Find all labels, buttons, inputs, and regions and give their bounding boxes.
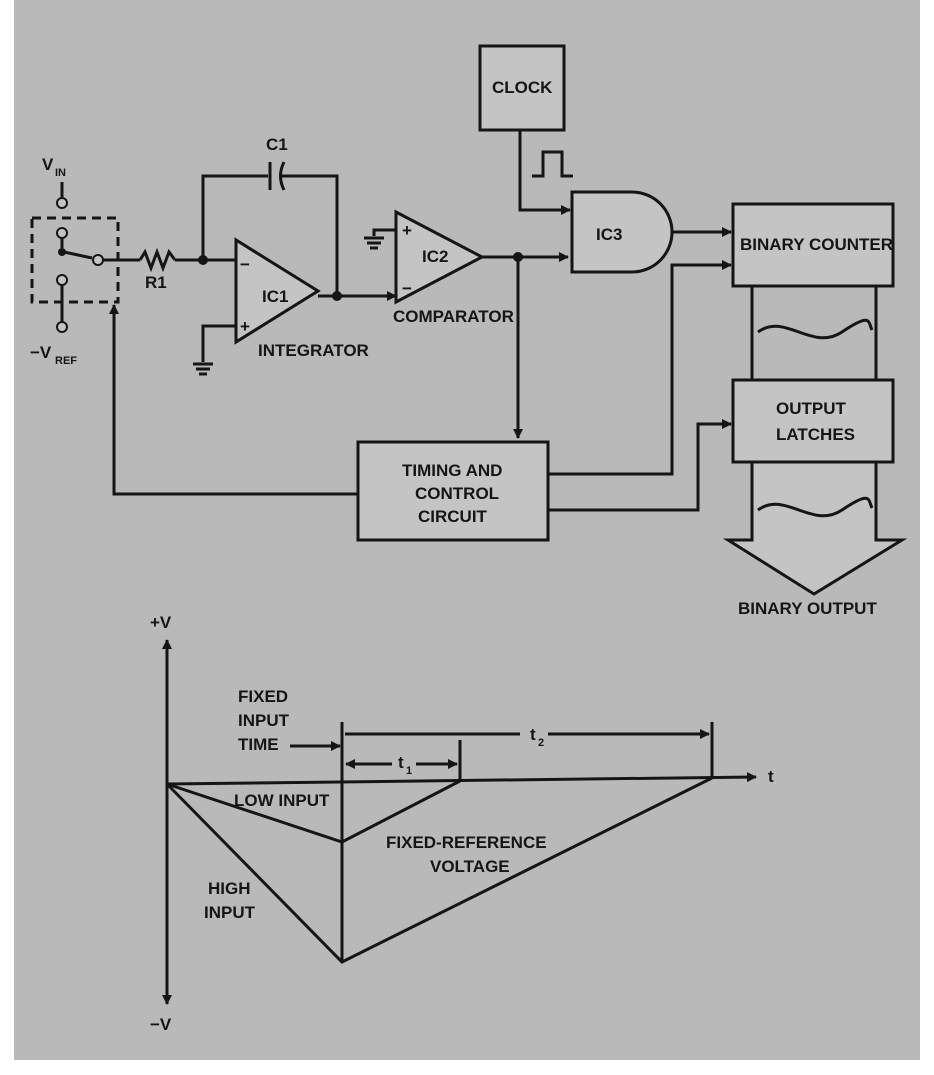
ic1-ground-wire [201, 324, 236, 362]
clock-to-ic3-wire [518, 130, 568, 212]
fixed-ref-label-2: VOLTAGE [430, 857, 510, 876]
counter-bus-wave [757, 318, 874, 340]
timing-to-latches-wire [548, 419, 732, 512]
vin-subscript: IN [55, 167, 66, 179]
t2-label: t [530, 725, 536, 744]
ic2-minus: − [402, 279, 412, 298]
r1-zigzag [138, 247, 177, 273]
timing-control: TIMING AND CONTROL CIRCUIT [109, 260, 732, 542]
fixed-label-1: FIXED [238, 687, 288, 706]
ic2-plus: + [402, 221, 412, 240]
ic2-ground-wire [372, 228, 396, 236]
low-input-label: LOW INPUT [234, 791, 330, 810]
vref-terminal [56, 321, 68, 333]
ic3-and-gate: IC3 [570, 190, 674, 274]
integrator-label: INTEGRATOR [258, 341, 369, 360]
ic2-label: IC2 [422, 247, 448, 266]
switch-lower-contact [56, 274, 68, 286]
ic1-plus: + [240, 317, 250, 336]
plus-v-label: +V [150, 613, 172, 632]
c1-left-wire [201, 174, 268, 260]
switch-blade [63, 250, 93, 260]
t-axis-label: t [768, 767, 774, 786]
timing-to-counter-wire [548, 260, 732, 476]
latches-label-1: OUTPUT [776, 399, 847, 418]
binary-output-label: BINARY OUTPUT [738, 599, 877, 618]
t1-label: t [398, 753, 404, 772]
timing-label-1: TIMING AND [402, 461, 502, 480]
c1-right-wire [282, 174, 339, 296]
clock-block: CLOCK [478, 44, 573, 212]
latches-label-2: LATCHES [776, 425, 855, 444]
vin-label: V [42, 155, 54, 174]
high-input-ramp [165, 776, 713, 964]
ic3-gate [570, 190, 674, 274]
low-input-ramp [166, 779, 461, 844]
binary-counter-label: BINARY COUNTER [740, 235, 893, 254]
resistor-r1: R1 [103, 247, 236, 292]
t2-subscript: 2 [538, 737, 544, 749]
switch-upper-contact [56, 227, 68, 239]
ic2-triangle [394, 209, 486, 305]
output-latches-box [731, 378, 895, 464]
timing-to-switch-wire [109, 304, 358, 496]
clock-label: CLOCK [492, 78, 553, 97]
comparator-label: COMPARATOR [393, 307, 514, 326]
minus-v-label: −V [150, 1015, 172, 1034]
fixed-label-2: INPUT [238, 711, 290, 730]
integrator-waveform-graph: +V −V t t 2 t 1 FIXED INPUT TIME LOW INP… [150, 613, 774, 1034]
timing-label-3: CIRCUIT [418, 507, 488, 526]
binary-counter-box [731, 202, 895, 288]
vref-label: −V [30, 343, 52, 362]
ic3-label: IC3 [596, 225, 622, 244]
input-switch: V IN −V REF [30, 155, 120, 367]
r1-label: R1 [145, 273, 167, 292]
output-bus-wave [757, 496, 874, 518]
c1-plate-curved [279, 161, 286, 191]
c1-label: C1 [266, 135, 288, 154]
high-input-label-2: INPUT [204, 903, 256, 922]
ic1-integrator: − + IC1 INTEGRATOR [193, 237, 369, 376]
timing-control-box [356, 440, 550, 542]
capacitor-c1: C1 [201, 135, 339, 296]
fixed-label-3: TIME [238, 735, 279, 754]
vref-subscript: REF [55, 355, 77, 367]
counter-and-latches: BINARY COUNTER OUTPUT LATCHES BINARY OUT… [722, 202, 908, 618]
clock-box [478, 44, 566, 132]
high-input-label-1: HIGH [208, 879, 251, 898]
ic2-comparator: + − IC2 COMPARATOR [364, 209, 514, 326]
clock-pulse-symbol [532, 150, 573, 178]
vin-terminal [56, 197, 68, 209]
ic1-minus: − [240, 255, 250, 274]
ic1-label: IC1 [262, 287, 288, 306]
binary-output-arrow [722, 460, 908, 596]
switch-output-contact [92, 254, 104, 266]
fixed-ref-label-1: FIXED-REFERENCE [386, 833, 547, 852]
t1-subscript: 1 [406, 765, 412, 777]
ic1-triangle [234, 237, 321, 345]
timing-label-2: CONTROL [415, 484, 499, 503]
switch-common-dot [58, 248, 66, 256]
